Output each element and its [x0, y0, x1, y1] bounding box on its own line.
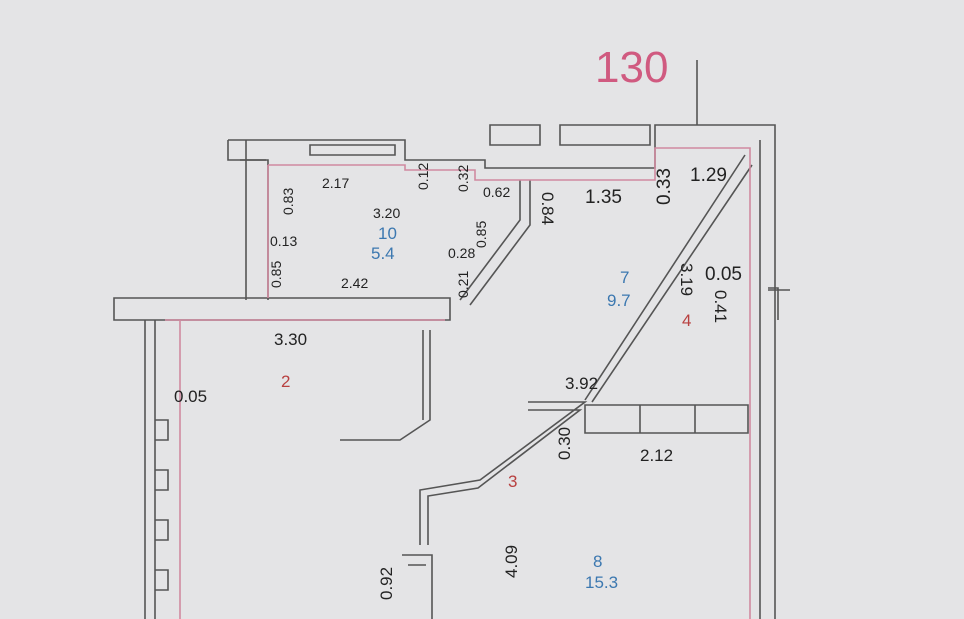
dimension-label: 0.30	[555, 427, 574, 460]
room-boundaries	[165, 147, 751, 619]
dimension-label: 0.92	[377, 567, 396, 600]
dimension-label: 0.05	[174, 387, 207, 406]
room-index: 4	[682, 311, 691, 330]
dimension-label: 1.29	[690, 165, 727, 186]
room-number: 10	[378, 224, 397, 243]
dimension-label: 0.28	[448, 245, 475, 261]
dimension-label: 3.19	[677, 263, 696, 296]
dimension-label: 0.33	[654, 168, 675, 205]
dimension-label: 0.62	[483, 184, 510, 200]
dimension-label: 0.32	[455, 165, 471, 192]
dimension-label: 0.84	[538, 192, 557, 225]
room-number: 8	[593, 552, 602, 571]
dimension-label: 0.21	[455, 271, 471, 298]
dimension-label: 1.35	[585, 187, 622, 208]
room-area: 15.3	[585, 573, 618, 592]
dimension-label: 0.12	[415, 163, 431, 190]
dimension-label: 4.09	[502, 545, 521, 578]
room-area: 5.4	[371, 244, 395, 263]
dimension-label: 0.85	[473, 221, 489, 248]
dimension-label: 0.83	[280, 188, 296, 215]
dimension-label: 2.17	[322, 175, 349, 191]
room-area: 9.7	[607, 291, 631, 310]
dimension-label: 3.30	[274, 330, 307, 349]
dimension-label: 0.13	[270, 233, 297, 249]
dimension-label: 3.92	[565, 374, 598, 393]
apartment-number: 130	[595, 43, 668, 92]
dimension-label: 3.20	[373, 205, 400, 221]
walls	[113, 60, 790, 619]
room-index: 3	[508, 472, 517, 491]
dimension-label: 0.85	[268, 261, 284, 288]
room-index: 2	[281, 372, 290, 391]
dimension-label: 0.05	[705, 264, 742, 285]
dimension-label: 2.42	[341, 275, 368, 291]
dimension-label: 2.12	[640, 446, 673, 465]
dimension-label: 0.41	[711, 290, 730, 323]
room-number: 7	[620, 268, 629, 287]
